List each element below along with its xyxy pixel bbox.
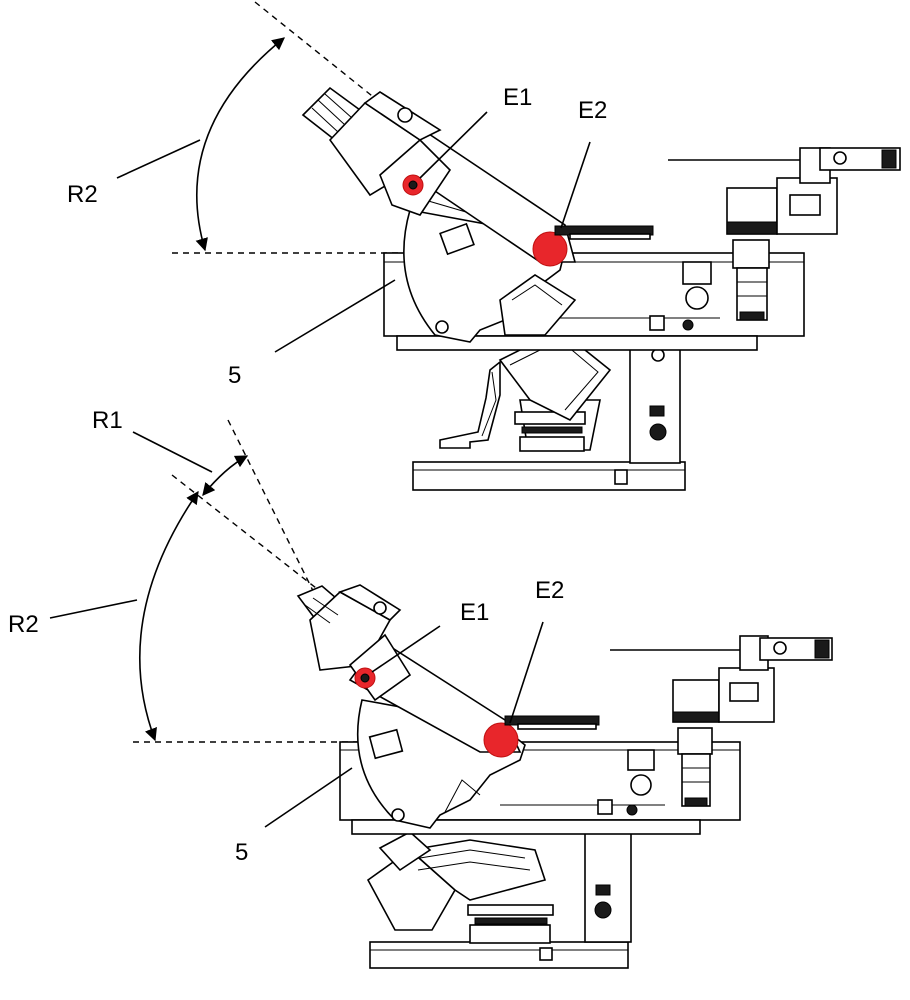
bottom-side-unit <box>610 635 833 807</box>
top-support-column <box>629 344 681 464</box>
top-label-r2: R2 <box>67 181 98 208</box>
top-side-unit <box>668 147 901 321</box>
bottom-part-5-leader-line <box>264 767 353 828</box>
top-part-5-leader-line <box>274 279 396 353</box>
top-joint-e2-marker <box>532 231 568 267</box>
bottom-view: R1 R2 E1 E2 5 <box>8 407 833 969</box>
top-operator-legs <box>439 360 501 449</box>
bottom-e2-leader-line <box>509 621 544 724</box>
top-label-part-5: 5 <box>228 362 241 389</box>
bottom-e1-leader-line <box>371 625 441 673</box>
bottom-base-plate <box>369 941 629 969</box>
top-sensor-head <box>301 86 452 216</box>
bottom-joint-e2-marker <box>483 722 519 758</box>
top-r2-angle-arc <box>195 37 285 252</box>
bottom-label-e1: E1 <box>460 599 489 626</box>
top-base-plate <box>412 461 686 491</box>
top-view: R2 E1 E2 5 <box>67 1 901 491</box>
top-label-e2: E2 <box>578 97 607 124</box>
bottom-lower-mechanism <box>366 831 554 944</box>
top-label-e1: E1 <box>503 84 532 111</box>
bottom-label-r1: R1 <box>92 407 123 434</box>
bottom-label-r2: R2 <box>8 611 39 638</box>
top-e1-leader-line <box>419 111 488 179</box>
bottom-support-column <box>584 825 632 943</box>
bottom-r1-angle-arc <box>202 455 249 496</box>
top-e2-leader-line <box>560 141 591 229</box>
bottom-r2-angle-arc <box>139 490 199 742</box>
top-r2-leader-line <box>116 139 201 179</box>
bottom-r1-leader-line <box>132 431 213 473</box>
bottom-label-e2: E2 <box>535 577 564 604</box>
bottom-r2-leader-line <box>49 599 138 619</box>
bottom-label-part-5: 5 <box>235 839 248 866</box>
